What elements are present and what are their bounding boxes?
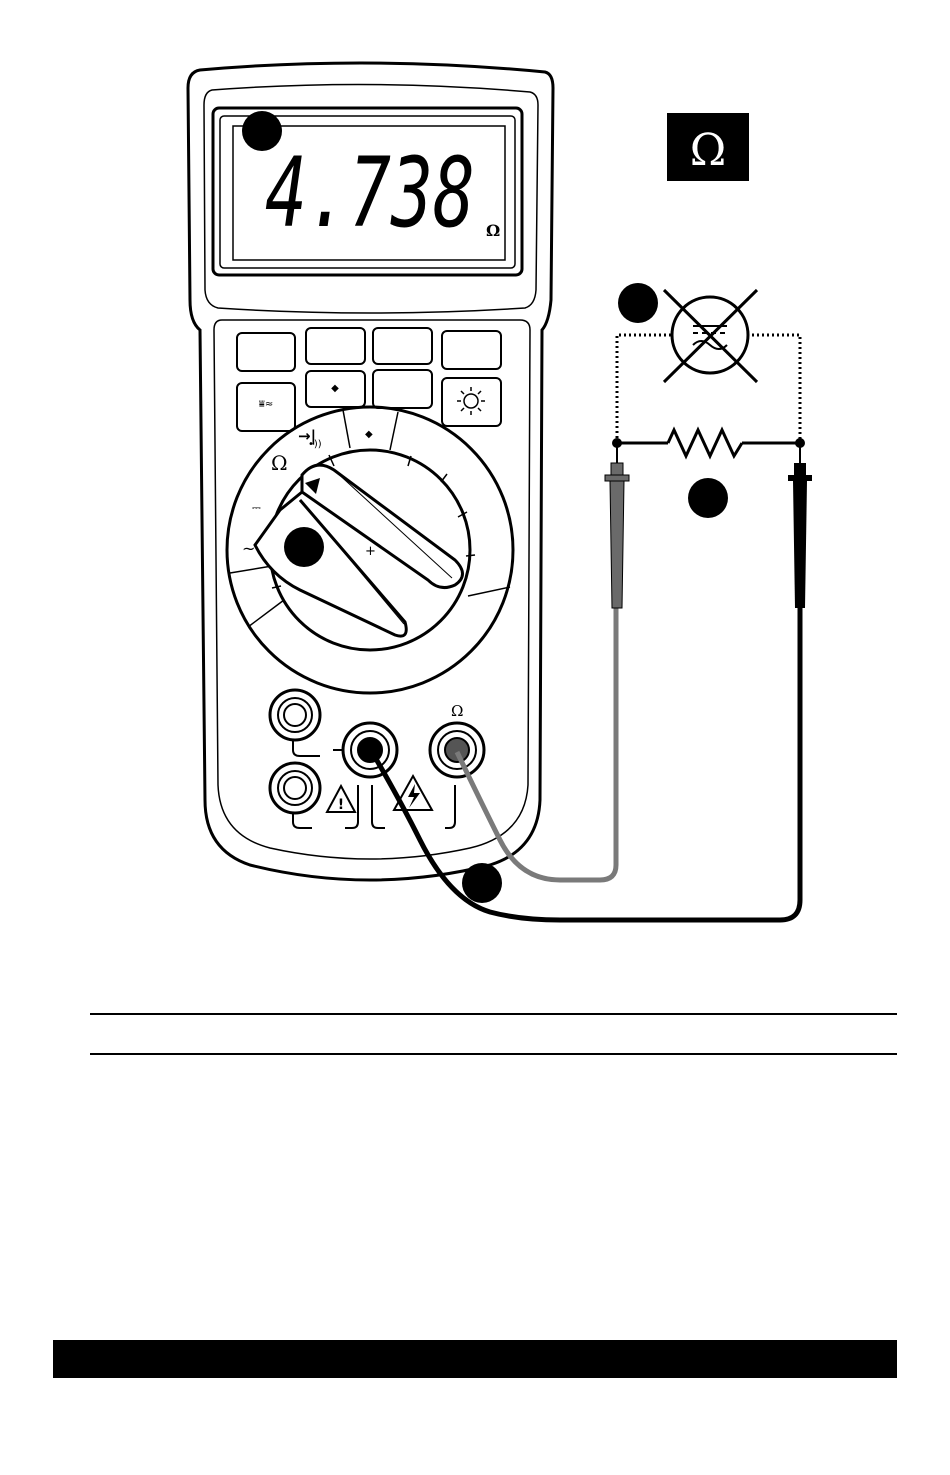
button-panel	[237, 328, 501, 431]
bottom-rule	[90, 1053, 897, 1055]
black-probe	[788, 443, 812, 608]
callout-marker-2	[284, 527, 324, 567]
button-dc-ac-icon: ⩸≈	[259, 399, 273, 410]
dial-select-label: ◆	[365, 429, 373, 440]
dial-ohm-label: Ω	[271, 451, 288, 475]
button-3[interactable]	[373, 328, 432, 364]
dial-center-mark: +	[365, 544, 376, 559]
top-rule	[90, 1013, 897, 1015]
button-hold[interactable]	[373, 370, 432, 408]
button-4[interactable]	[442, 331, 501, 369]
red-probe	[605, 443, 629, 608]
callout-marker-4	[688, 478, 728, 518]
button-backlight[interactable]	[442, 378, 501, 426]
svg-text:!: !	[338, 797, 344, 813]
lcd-reading: 4.738	[265, 137, 475, 249]
callout-marker-1	[242, 111, 282, 151]
jack-ohm-label: Ω	[451, 702, 463, 720]
button-2[interactable]	[306, 328, 365, 364]
callout-marker-3	[618, 283, 658, 323]
dial-dc-label: ⎓	[252, 501, 261, 514]
warning-triangle-icon: !	[327, 786, 355, 813]
no-power-source-icon	[664, 290, 757, 382]
callout-marker-5	[462, 863, 502, 903]
button-1[interactable]	[237, 333, 295, 371]
resistor-symbol	[668, 430, 742, 456]
dial-ac-label: ~	[242, 539, 255, 558]
button-select-icon: ◆	[331, 383, 339, 394]
dial-continuity-icon: •))	[308, 439, 322, 450]
lcd-unit: Ω	[486, 221, 500, 240]
multimeter-resistance-diagram: 4.738 Ω ⩸≈ ◆	[0, 0, 950, 960]
mode-badge-symbol: Ω	[690, 125, 726, 176]
footer-black-bar	[53, 1340, 897, 1378]
